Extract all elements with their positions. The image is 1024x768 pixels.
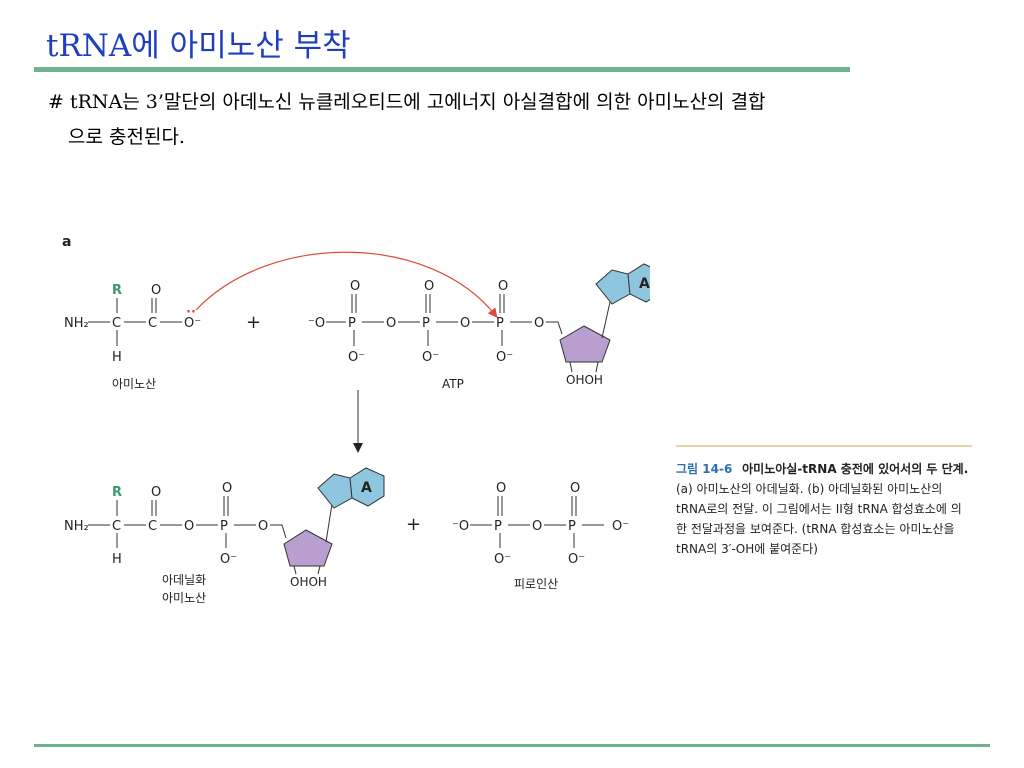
- ppi-terminal-o-left: ⁻O: [452, 519, 469, 534]
- amino-acid-structure: NH₂ C R H C O O⁻ ·· 아미노산: [64, 283, 201, 391]
- ppi-bridge-o: O: [532, 519, 542, 534]
- lone-pair: ··: [186, 305, 196, 320]
- hydrogen: H: [112, 350, 122, 365]
- phosphate-o-bottom: O: [222, 481, 232, 496]
- ppi-o-minus-2: O⁻: [568, 552, 585, 567]
- atp-ester-o: O: [534, 316, 544, 331]
- pyrophosphate-structure: ⁻O P O O⁻ O P O O⁻ O⁻ 피로인산: [452, 481, 629, 591]
- panel-label: a: [62, 234, 71, 250]
- adenylate-label-1: 아데닐화: [162, 573, 206, 587]
- atp-label: ATP: [442, 377, 464, 391]
- amino-acid-activation-diagram: a NH₂ C R H C O O⁻ ·· 아미노산 + ⁻O P O O⁻ O…: [62, 234, 650, 605]
- bridge-o-bottom: O: [184, 519, 194, 534]
- alpha-carbon-bottom: C: [112, 519, 121, 534]
- body-line-2: 으로 충전된다.: [68, 126, 185, 148]
- atp-phosphate-beta: P: [422, 316, 430, 331]
- atp-gamma-o: O: [350, 279, 360, 294]
- bottom-divider: [34, 744, 990, 747]
- phosphate-o-minus-bottom: O⁻: [220, 552, 237, 567]
- phosphate-bottom: P: [220, 519, 228, 534]
- ppi-phosphate-1: P: [494, 519, 502, 534]
- hydrogen-bottom: H: [112, 552, 122, 567]
- caption-text: (a) 아미노산의 아데닐화. (b) 아데닐화된 아미노산의 tRNA로의 전…: [676, 482, 962, 556]
- atp-beta-o: O: [424, 279, 434, 294]
- top-divider: [34, 67, 850, 72]
- atp-structure: ⁻O P O O⁻ O P O O⁻ O P O O⁻ O OHOH A: [308, 263, 650, 391]
- r-group-bottom: R: [112, 485, 122, 500]
- ribose-hydroxyls-top: OHOH: [566, 373, 603, 387]
- plus-sign-bottom: +: [406, 514, 421, 535]
- carbonyl-carbon-bottom: C: [148, 519, 157, 534]
- body-text: # tRNA는 3’말단의 아데노신 뉴클레오티드에 고에너지 아실결합에 의한…: [48, 85, 968, 155]
- adenine-pentagon-top: [595, 269, 631, 305]
- ribose-hydroxyls-bottom: OHOH: [290, 575, 327, 589]
- carbonyl-carbon: C: [148, 316, 157, 331]
- ppi-o-1: O: [496, 481, 506, 496]
- adenine-hexagon-top: [627, 263, 650, 303]
- atp-beta-o-minus: O⁻: [422, 350, 439, 365]
- carboxylate-oxygen: O⁻: [184, 316, 201, 331]
- adenylate-label-2: 아미노산: [162, 591, 206, 605]
- figure-number: 그림 14-6: [676, 462, 733, 476]
- caption-heading: 아미노아실-tRNA 충전에 있어서의 두 단계.: [742, 462, 969, 476]
- ppi-phosphate-2: P: [568, 519, 576, 534]
- atp-alpha-o-minus: O⁻: [496, 350, 513, 365]
- alpha-carbon: C: [112, 316, 121, 331]
- r-group: R: [112, 283, 122, 298]
- atp-bridge-o-1: O: [386, 316, 396, 331]
- ester-o-bottom: O: [258, 519, 268, 534]
- amino-acid-label: 아미노산: [112, 377, 156, 391]
- atp-alpha-o: O: [498, 279, 508, 294]
- nh2-group: NH₂: [64, 316, 89, 331]
- carbonyl-oxygen: O: [151, 283, 161, 298]
- ppi-o-2: O: [570, 481, 580, 496]
- atp-bridge-o-2: O: [460, 316, 470, 331]
- aminoacyl-adenylate-structure: NH₂ C R H C O O P O O⁻ O OHOH A 아데닐화 아미노…: [64, 467, 385, 605]
- adenine-pentagon-bottom: [317, 473, 353, 509]
- plus-sign-top: +: [246, 312, 261, 333]
- atp-phosphate-alpha: P: [496, 316, 504, 331]
- ppi-terminal-o-right: O⁻: [612, 519, 629, 534]
- atp-phosphate-gamma: P: [348, 316, 356, 331]
- nucleophilic-attack-arrow: [195, 251, 498, 318]
- figure-caption: 그림 14-6 아미노아실-tRNA 충전에 있어서의 두 단계. (a) 아미…: [676, 445, 972, 559]
- adenine-label-top: A: [639, 276, 650, 292]
- pyrophosphate-label: 피로인산: [514, 577, 558, 591]
- ribose-pentagon-bottom: [283, 529, 333, 567]
- adenine-label-bottom: A: [361, 480, 372, 496]
- atp-gamma-o-minus: O⁻: [348, 350, 365, 365]
- carbonyl-oxygen-bottom: O: [151, 485, 161, 500]
- ppi-o-minus-1: O⁻: [494, 552, 511, 567]
- atp-terminal-oxygen: ⁻O: [308, 316, 325, 331]
- ribose-pentagon-top: [559, 325, 611, 363]
- adenine-hexagon-bottom: [349, 467, 385, 507]
- body-line-1: # tRNA는 3’말단의 아데노신 뉴클레오티드에 고에너지 아실결합에 의한…: [48, 91, 766, 113]
- page-title: tRNA에 아미노산 부착: [46, 28, 351, 64]
- nh2-group-bottom: NH₂: [64, 519, 89, 534]
